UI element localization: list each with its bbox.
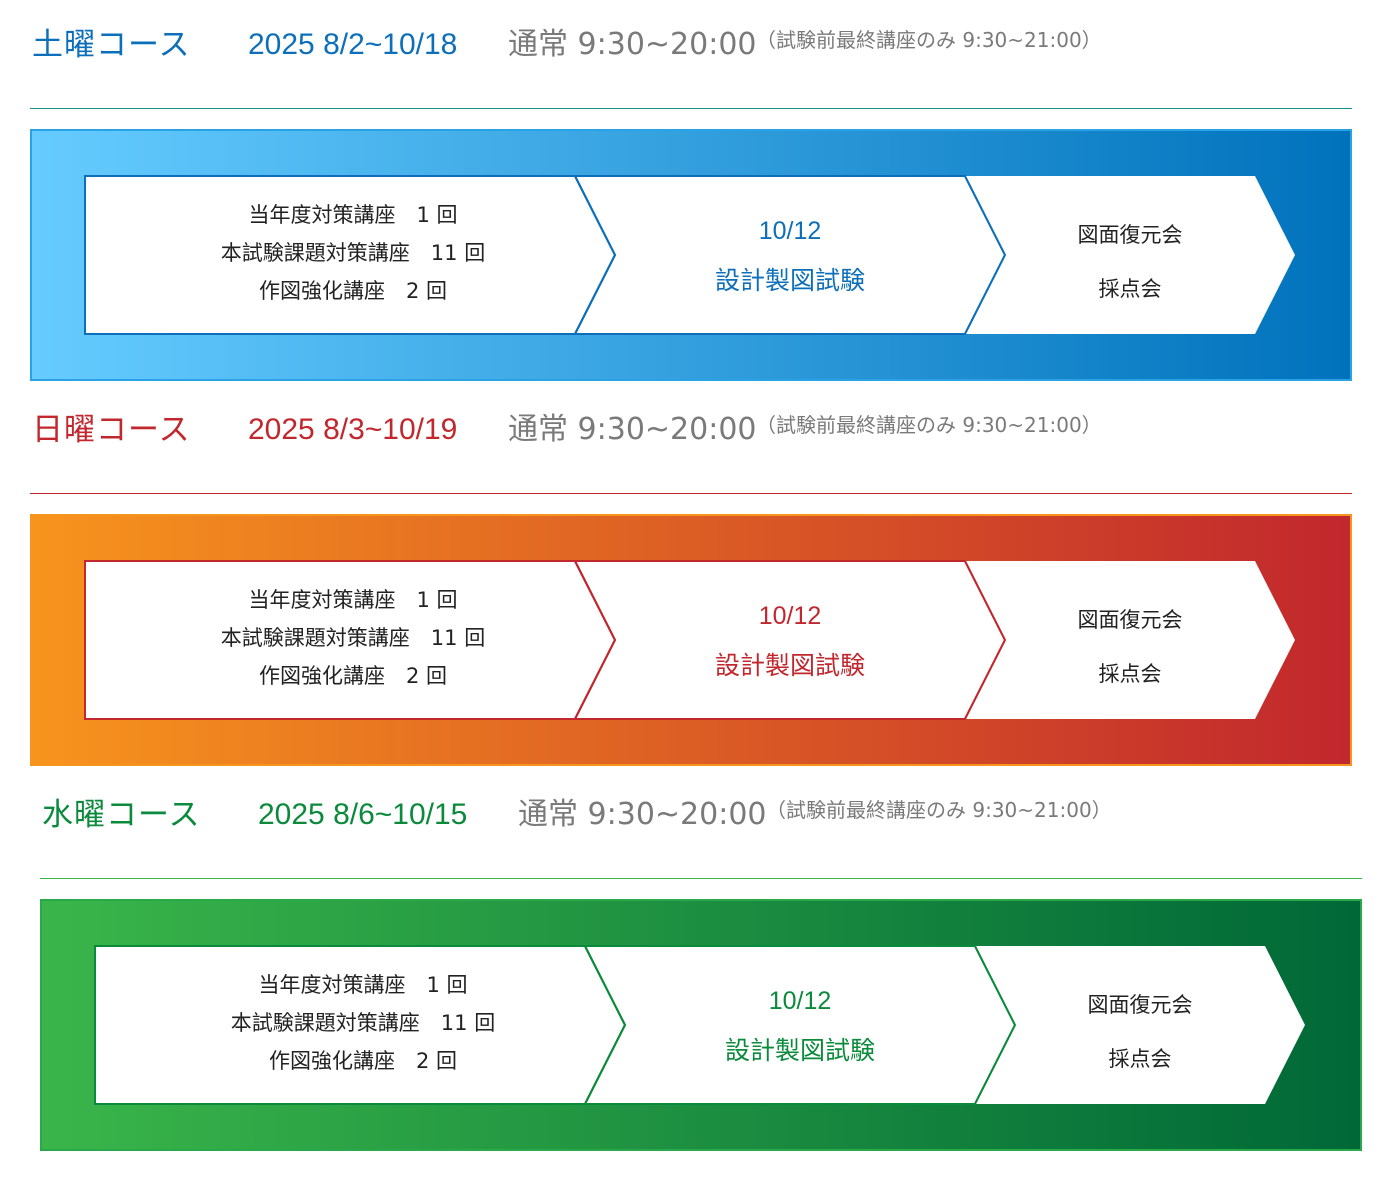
flow-arrows: [94, 945, 1305, 1105]
course-name: 土曜コース: [32, 27, 191, 63]
course-band: 当年度対策講座 1 回 本試験課題対策講座 11 回 作図強化講座 2 回 10…: [40, 899, 1362, 1151]
exam-date: 10/12: [758, 217, 822, 245]
lecture-list: 当年度対策講座 1 回 本試験課題対策講座 11 回 作図強化講座 2 回: [143, 581, 563, 695]
lecture-item: 本試験課題対策講座 11 回: [220, 241, 486, 265]
course-dates: 2025 8/6~10/15: [258, 798, 468, 831]
lecture-item: 本試験課題対策講座 11 回: [220, 626, 486, 650]
after-item: 図面復元会: [1077, 223, 1183, 247]
lecture-list: 当年度対策講座 1 回 本試験課題対策講座 11 回 作図強化講座 2 回: [153, 966, 573, 1080]
after-item: 採点会: [1108, 1047, 1172, 1071]
after-exam-step: 図面復元会 採点会: [1035, 593, 1225, 701]
lecture-item: 作図強化講座 2 回: [258, 279, 448, 303]
course-dates: 2025 8/2~10/18: [248, 28, 458, 61]
chevron-edge: [574, 560, 617, 720]
after-item: 採点会: [1098, 277, 1162, 301]
final-lecture-note: （試験前最終講座のみ 9:30~21:00）: [756, 28, 1102, 52]
after-item: 図面復元会: [1077, 608, 1183, 632]
course-saturday: 土曜コース 2025 8/2~10/18 通常 9:30~20:00 （試験前最…: [30, 30, 1352, 381]
course-name: 日曜コース: [32, 412, 191, 448]
final-lecture-note: （試験前最終講座のみ 9:30~21:00）: [756, 413, 1102, 437]
course-band: 当年度対策講座 1 回 本試験課題対策講座 11 回 作図強化講座 2 回 10…: [30, 129, 1352, 381]
lecture-item: 当年度対策講座 1 回: [258, 973, 468, 997]
chevron-edge: [974, 945, 1017, 1105]
course-flow: 当年度対策講座 1 回 本試験課題対策講座 11 回 作図強化講座 2 回 10…: [84, 175, 1297, 335]
chevron-edge: [584, 945, 627, 1105]
lecture-item: 当年度対策講座 1 回: [248, 588, 458, 612]
after-exam-step: 図面復元会 採点会: [1035, 208, 1225, 316]
after-exam-step: 図面復元会 採点会: [1045, 978, 1235, 1086]
chevron-edge: [574, 175, 617, 335]
exam-date: 10/12: [758, 602, 822, 630]
course-header: 水曜コース 2025 8/6~10/15 通常 9:30~20:00 （試験前最…: [40, 800, 1362, 879]
exam-title: 設計製図試験: [724, 1036, 875, 1065]
regular-hours: 通常 9:30~20:00: [508, 27, 757, 62]
exam-title: 設計製図試験: [714, 266, 865, 295]
chevron-edge: [964, 560, 1007, 720]
regular-hours: 通常 9:30~20:00: [518, 797, 767, 832]
course-wednesday: 水曜コース 2025 8/6~10/15 通常 9:30~20:00 （試験前最…: [40, 800, 1362, 1151]
course-flow: 当年度対策講座 1 回 本試験課題対策講座 11 回 作図強化講座 2 回 10…: [84, 560, 1297, 720]
course-header: 日曜コース 2025 8/3~10/19 通常 9:30~20:00 （試験前最…: [30, 415, 1352, 494]
exam-step: 10/12 設計製図試験: [645, 206, 935, 306]
chevron-edge: [964, 175, 1007, 335]
exam-title: 設計製図試験: [714, 651, 865, 680]
flow-arrows: [84, 560, 1295, 720]
after-chevron: [965, 176, 1295, 334]
flow-arrows: [84, 175, 1295, 335]
exam-date: 10/12: [768, 987, 832, 1015]
after-item: 採点会: [1098, 662, 1162, 686]
exam-step: 10/12 設計製図試験: [645, 591, 935, 691]
course-sunday: 日曜コース 2025 8/3~10/19 通常 9:30~20:00 （試験前最…: [30, 415, 1352, 766]
course-dates: 2025 8/3~10/19: [248, 413, 458, 446]
lecture-item: 作図強化講座 2 回: [268, 1049, 458, 1073]
after-item: 図面復元会: [1087, 993, 1193, 1017]
final-lecture-note: （試験前最終講座のみ 9:30~21:00）: [766, 798, 1112, 822]
course-name: 水曜コース: [42, 797, 201, 833]
course-band: 当年度対策講座 1 回 本試験課題対策講座 11 回 作図強化講座 2 回 10…: [30, 514, 1352, 766]
exam-step: 10/12 設計製図試験: [655, 976, 945, 1076]
lecture-item: 本試験課題対策講座 11 回: [230, 1011, 496, 1035]
after-chevron: [975, 946, 1305, 1104]
regular-hours: 通常 9:30~20:00: [508, 412, 757, 447]
after-chevron: [965, 561, 1295, 719]
lecture-item: 当年度対策講座 1 回: [248, 203, 458, 227]
lecture-list: 当年度対策講座 1 回 本試験課題対策講座 11 回 作図強化講座 2 回: [143, 196, 563, 310]
course-flow: 当年度対策講座 1 回 本試験課題対策講座 11 回 作図強化講座 2 回 10…: [94, 945, 1307, 1105]
lecture-item: 作図強化講座 2 回: [258, 664, 448, 688]
course-header: 土曜コース 2025 8/2~10/18 通常 9:30~20:00 （試験前最…: [30, 30, 1352, 109]
